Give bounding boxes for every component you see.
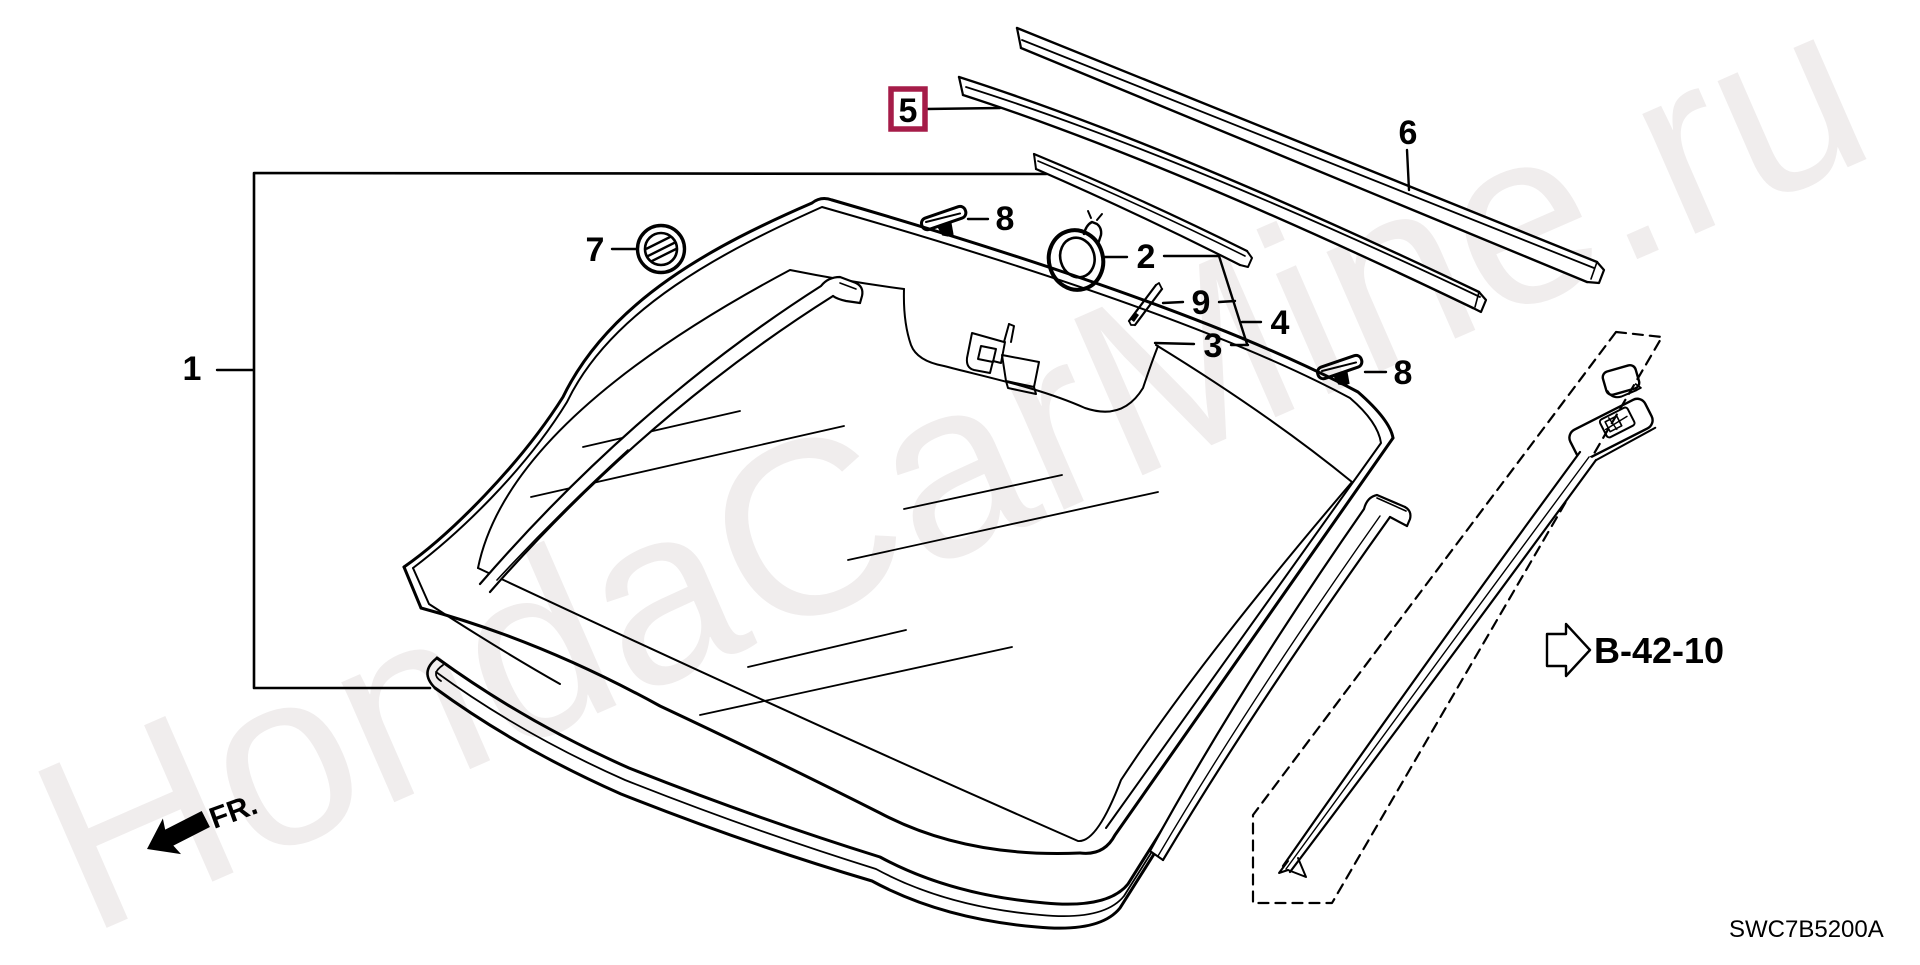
svg-text:6: 6 — [1399, 114, 1418, 152]
svg-text:B-42-10: B-42-10 — [1594, 630, 1724, 671]
svg-text:9: 9 — [1192, 284, 1211, 322]
svg-text:4: 4 — [1271, 304, 1290, 342]
svg-text:1: 1 — [183, 350, 202, 388]
svg-text:8: 8 — [1394, 354, 1413, 392]
svg-text:5: 5 — [899, 92, 918, 130]
svg-text:3: 3 — [1204, 327, 1223, 365]
svg-text:SWC7B5200A: SWC7B5200A — [1729, 916, 1884, 943]
svg-text:7: 7 — [586, 231, 605, 269]
svg-text:8: 8 — [996, 200, 1015, 238]
svg-text:2: 2 — [1137, 238, 1156, 276]
